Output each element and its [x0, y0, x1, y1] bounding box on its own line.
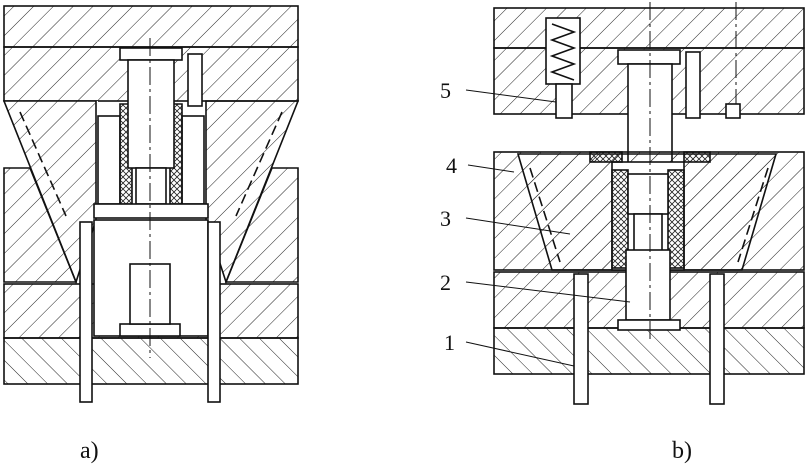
leader-4 [467, 164, 515, 173]
a-insert-right [181, 115, 205, 205]
leader-5 [465, 89, 557, 103]
b-rod-left [573, 273, 589, 405]
callout-2: 2 [440, 270, 451, 295]
b-top-plate [493, 7, 805, 49]
callout-5: 5 [440, 78, 451, 103]
a-pin [187, 53, 203, 107]
a-lower-block-left [3, 167, 78, 283]
callout-4: 4 [446, 153, 457, 178]
a-punch-tip [135, 167, 167, 205]
caption-a: a) [80, 438, 99, 464]
callout-3: 3 [440, 206, 451, 231]
a-rod-right [207, 221, 221, 403]
a-punch [127, 59, 175, 169]
b-pin-5 [555, 83, 573, 119]
b-spring-pocket [545, 17, 581, 85]
b-bottom-plate [493, 327, 805, 375]
b-rod-right [709, 273, 725, 405]
a-top-plate [3, 5, 299, 48]
view-b [493, 2, 805, 405]
b-spring-icon [549, 23, 577, 81]
a-lower-block-right [224, 167, 299, 283]
caption-b: b) [672, 438, 692, 464]
view-a [2, 5, 300, 403]
b-billet [611, 169, 629, 269]
leader-lines [465, 89, 631, 367]
leader-2 [465, 281, 631, 303]
leader-1 [465, 341, 575, 367]
a-bottom-plate [3, 337, 299, 385]
b-ejector-head [617, 319, 681, 331]
a-insert-left [97, 115, 121, 205]
a-rod-left [79, 221, 93, 403]
a-punch-head [119, 47, 183, 61]
leader-3 [465, 217, 571, 235]
callout-1: 1 [444, 330, 455, 355]
